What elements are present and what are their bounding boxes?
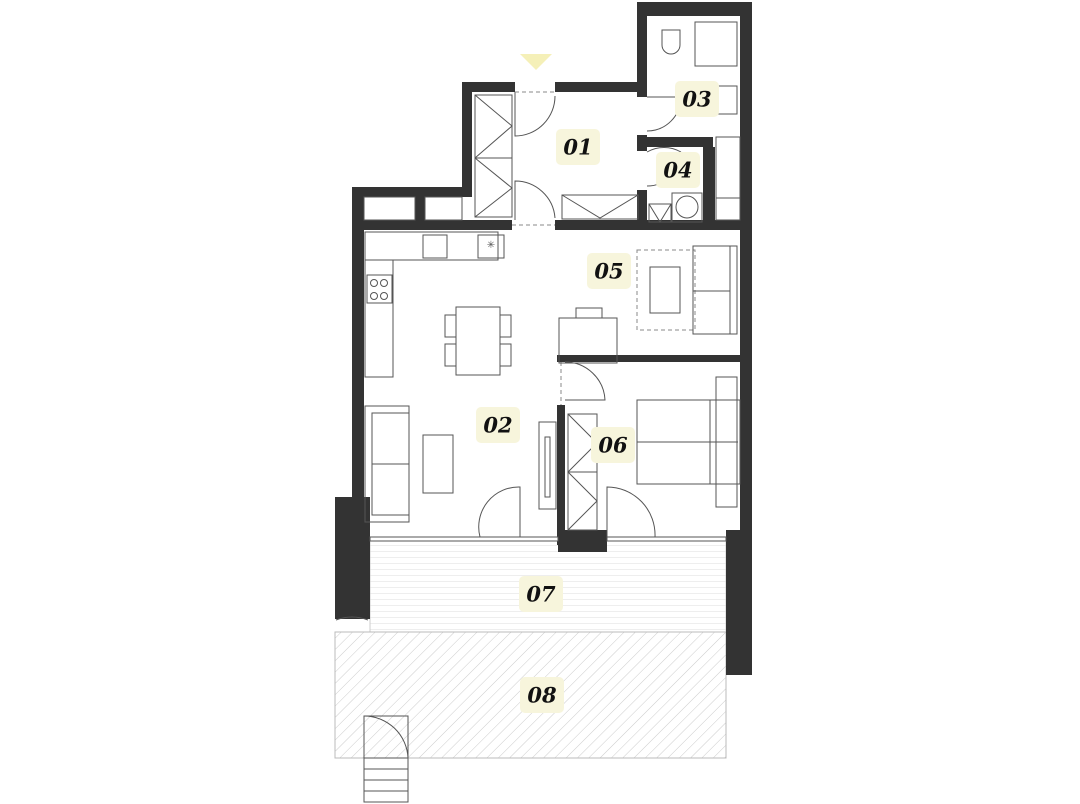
room-label-04: 04 [656, 152, 700, 188]
walls [335, 2, 752, 675]
svg-text:04: 04 [663, 158, 692, 183]
svg-text:✳: ✳ [487, 240, 495, 251]
room-label-07: 07 [519, 576, 563, 612]
room-label-05: 05 [587, 253, 631, 289]
room-label-02: 02 [476, 407, 520, 443]
room-label-03: 03 [675, 81, 719, 117]
entrance-triangle-icon [520, 54, 552, 70]
svg-text:05: 05 [594, 259, 623, 284]
windows [363, 136, 741, 542]
furniture: ✳ [364, 21, 741, 531]
svg-text:02: 02 [483, 413, 512, 438]
room-label-01: 01 [556, 129, 600, 165]
svg-text:07: 07 [526, 582, 556, 607]
svg-text:06: 06 [598, 433, 628, 458]
svg-text:03: 03 [682, 87, 711, 112]
garden-stairs [363, 715, 409, 803]
svg-text:01: 01 [563, 135, 592, 160]
svg-text:08: 08 [527, 683, 557, 708]
room-label-08: 08 [520, 677, 564, 713]
room-label-06: 06 [591, 427, 635, 463]
